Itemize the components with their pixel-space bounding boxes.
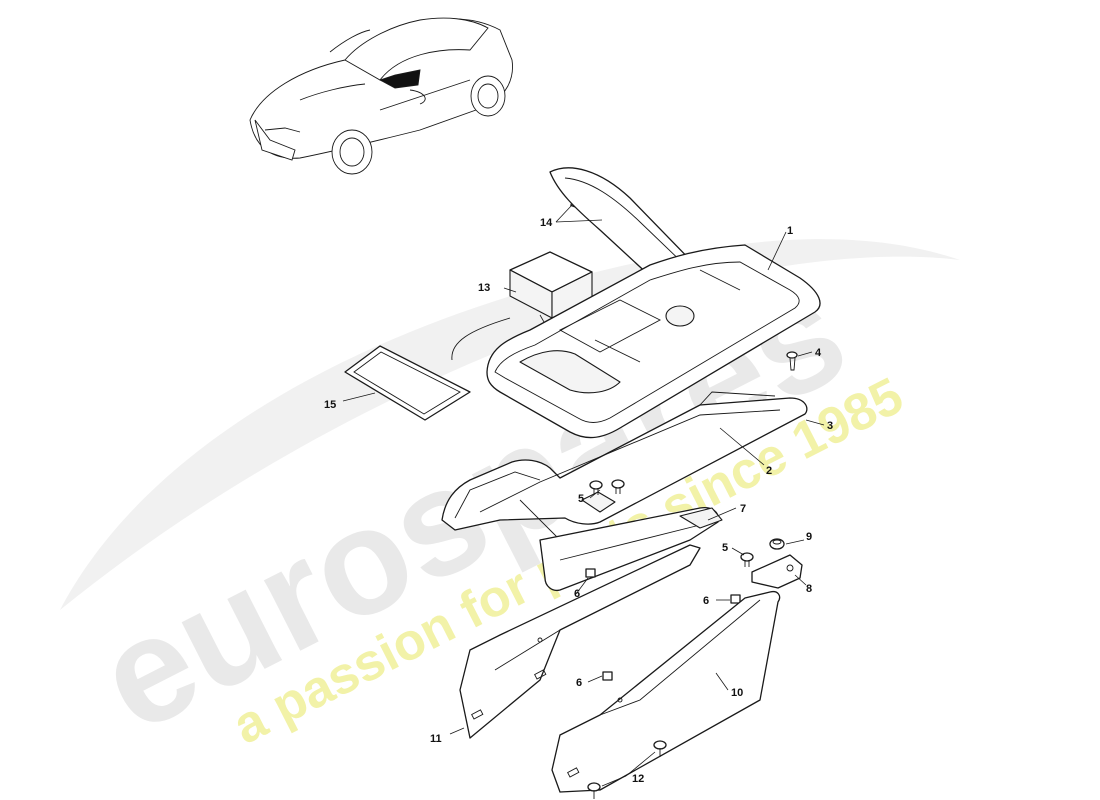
callout-14: 14 [540, 217, 553, 229]
part-11-left-panel [459, 544, 701, 739]
part-7-trim-panel [539, 506, 723, 592]
callout-2: 2 [766, 465, 772, 477]
callout-labels: 1 2 3 4 5 5 6 6 6 7 8 9 10 11 12 13 14 1… [324, 217, 833, 785]
callout-5-upper: 5 [578, 493, 584, 505]
part-10-right-panel [551, 590, 781, 793]
part-12-bolts [587, 740, 667, 799]
callout-6-middle: 6 [703, 595, 709, 607]
leader-lines [342, 204, 825, 787]
callout-13: 13 [478, 282, 490, 294]
part-3-carrier-frame [441, 391, 808, 541]
callout-12: 12 [632, 773, 644, 785]
part-6-clips [585, 568, 741, 681]
callout-4: 4 [815, 347, 822, 359]
part-4-screw [786, 351, 798, 371]
part-1-console [486, 167, 821, 439]
part-9-grommet [769, 538, 785, 550]
watermark-swoosh [60, 239, 960, 610]
callout-6-upper: 6 [574, 588, 580, 600]
callout-5-lower: 5 [722, 542, 728, 554]
part-13-storage-box [509, 251, 593, 360]
car-thumbnail [249, 17, 513, 175]
callout-6-lower: 6 [576, 677, 582, 689]
part-8-bracket [751, 554, 803, 589]
part-5-screw-lower [740, 552, 754, 567]
callout-3: 3 [827, 420, 833, 432]
callout-15: 15 [324, 399, 336, 411]
part-15-mat [344, 317, 511, 421]
callout-10: 10 [731, 687, 743, 699]
callout-9: 9 [806, 531, 812, 543]
callout-11: 11 [430, 733, 442, 745]
part-5-screws-upper [589, 479, 625, 495]
callout-8: 8 [806, 583, 812, 595]
callout-7: 7 [740, 503, 746, 515]
callout-1: 1 [787, 225, 793, 237]
